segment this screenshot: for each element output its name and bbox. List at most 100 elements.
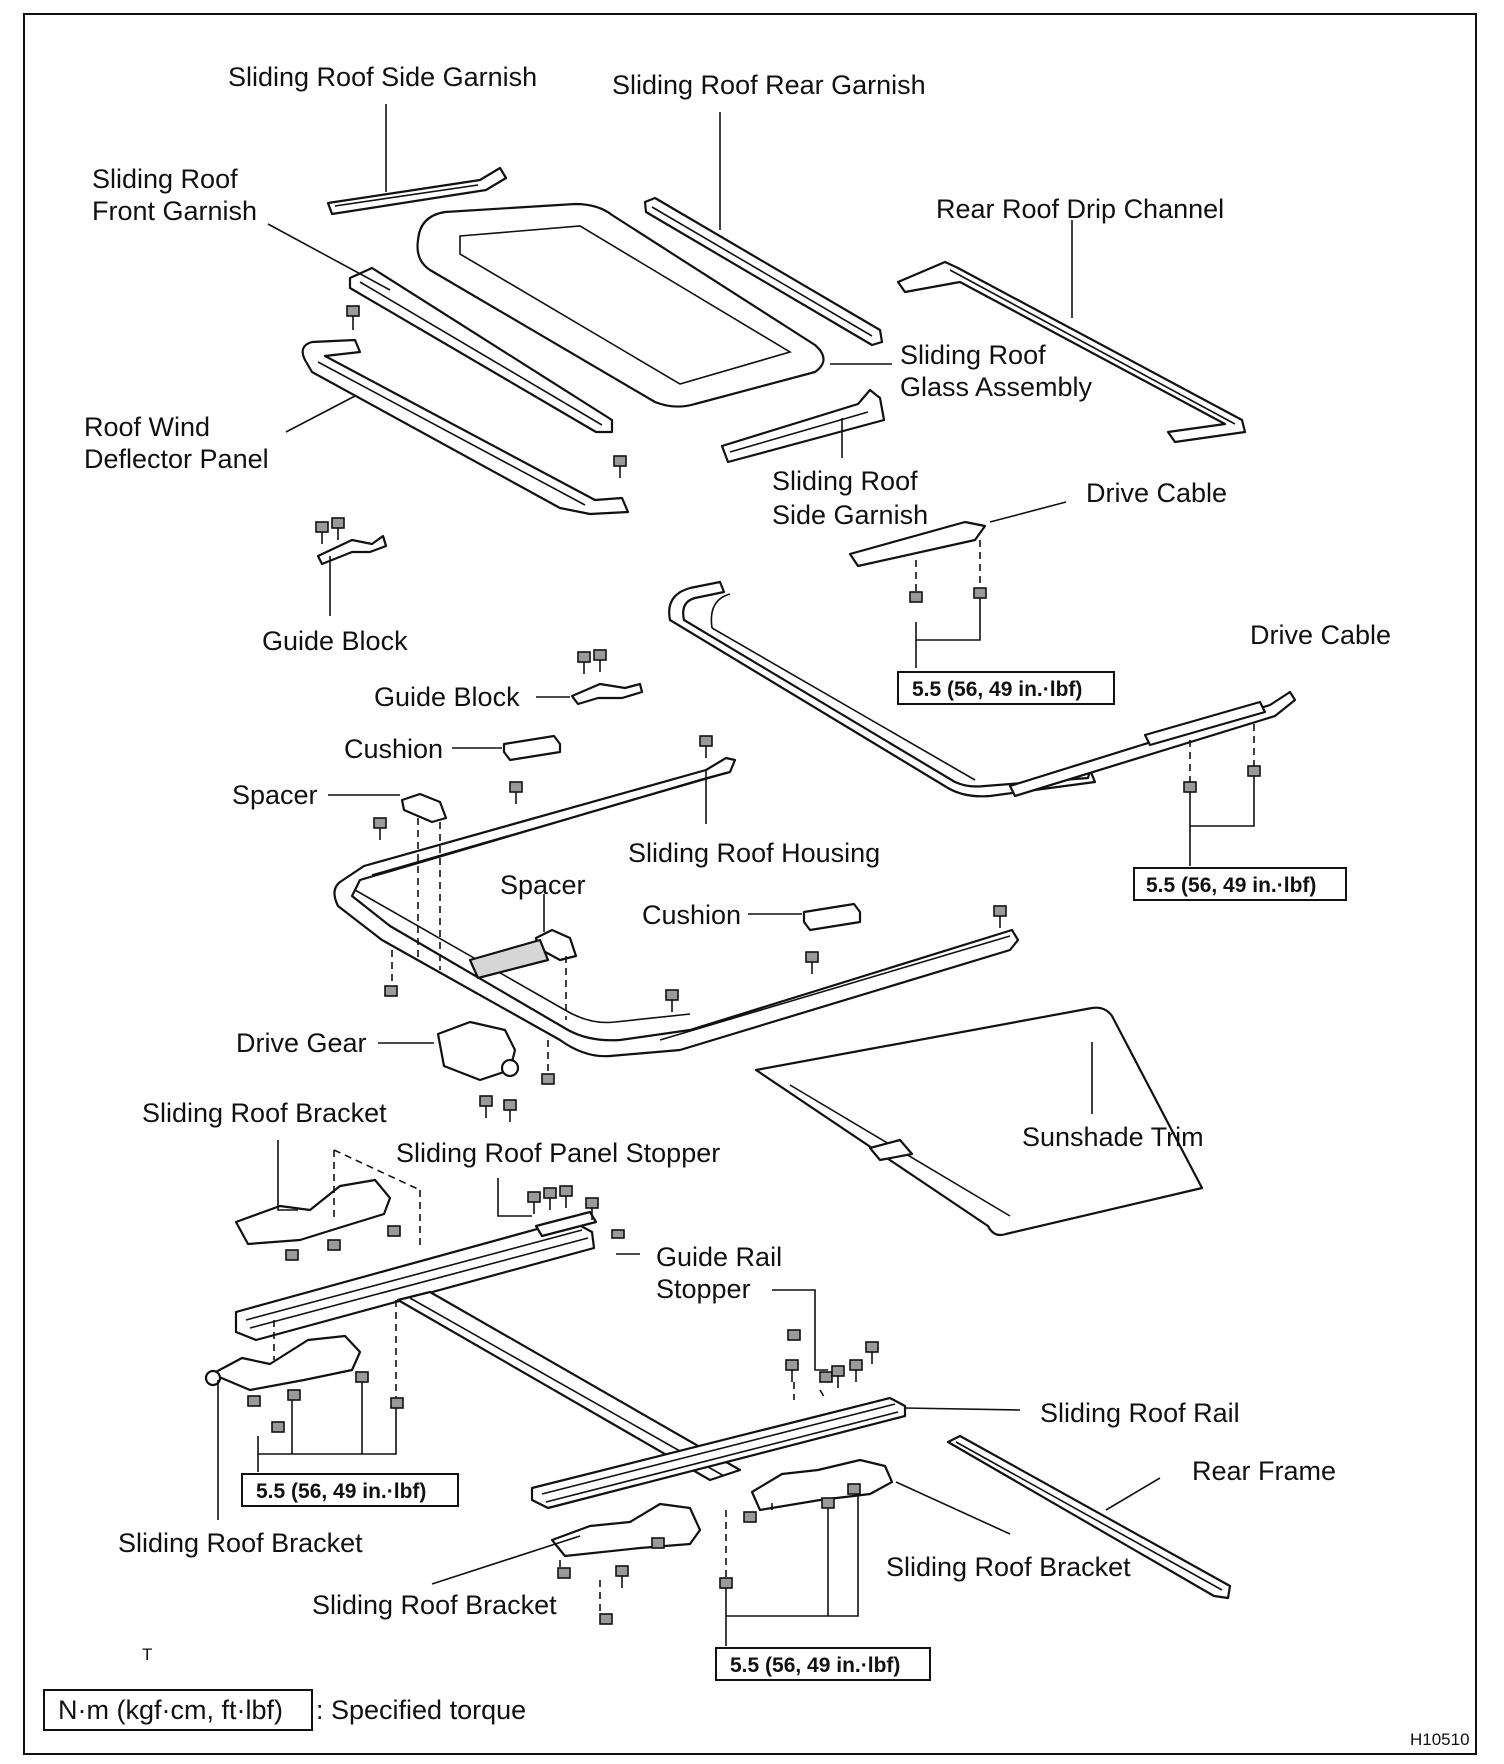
label-bracket-bottom-mid: Sliding Roof Bracket <box>312 1590 557 1620</box>
nut-icon <box>719 1577 733 1589</box>
wind-deflector-part <box>301 338 630 516</box>
label-bracket-top-left: Sliding Roof Bracket <box>142 1098 387 1128</box>
spacer-1-part <box>400 792 448 824</box>
bolt-icon <box>613 455 627 478</box>
rear-garnish-part <box>643 196 884 347</box>
torque-spec-right: 5.5 (56, 49 in.·lbf) <box>1133 867 1347 901</box>
cushion-1-part <box>502 734 562 762</box>
label-guide-rail-stopper-line1: Guide Rail <box>656 1242 782 1272</box>
bolt-icon <box>615 1565 629 1588</box>
label-wind-deflector-line2: Deflector Panel <box>84 444 269 474</box>
bolt-icon <box>665 989 679 1012</box>
nut-icon <box>743 1511 757 1523</box>
label-bracket-bottom-right: Sliding Roof Bracket <box>886 1552 1131 1582</box>
label-front-garnish-line1: Sliding Roof <box>92 164 238 194</box>
torque-spec-bottom: 5.5 (56, 49 in.·lbf) <box>715 1647 931 1681</box>
nut-icon <box>1183 781 1197 793</box>
drive-gear-part <box>436 1020 520 1082</box>
label-rear-frame: Rear Frame <box>1192 1456 1336 1486</box>
bolt-icon <box>593 649 607 672</box>
glass-assembly-part <box>416 202 825 408</box>
guide-block-1-part <box>316 534 388 566</box>
bolt-icon <box>346 305 360 330</box>
bolt-icon <box>315 521 329 544</box>
torque-spec-text: 5.5 (56, 49 in.·lbf) <box>1146 874 1316 897</box>
nut-icon <box>541 1073 555 1085</box>
nut-icon <box>271 1421 285 1433</box>
torque-spec-text: 5.5 (56, 49 in.·lbf) <box>256 1480 426 1503</box>
guide-block-2-part <box>570 682 644 706</box>
nut-icon <box>285 1249 299 1261</box>
nut-icon <box>847 1483 861 1495</box>
torque-spec-text: 5.5 (56, 49 in.·lbf) <box>730 1654 900 1677</box>
label-side-garnish-mid-line2: Side Garnish <box>772 500 928 530</box>
legend-unit-box: N·m (kgf·cm, ft·lbf) <box>58 1695 283 1725</box>
label-side-garnish-top: Sliding Roof Side Garnish <box>228 62 537 92</box>
sunshade-trim-part <box>754 1006 1204 1237</box>
nut-icon <box>247 1395 261 1407</box>
nut-icon <box>973 587 987 599</box>
rear-drip-channel-part <box>896 260 1247 444</box>
label-rear-garnish: Sliding Roof Rear Garnish <box>612 70 926 100</box>
label-panel-stopper: Sliding Roof Panel Stopper <box>396 1138 720 1168</box>
bolt-icon <box>585 1197 599 1220</box>
nut-icon <box>651 1537 665 1549</box>
label-spacer-2: Spacer <box>500 870 586 900</box>
bolt-icon <box>785 1359 799 1382</box>
alignment-dashes <box>273 540 1255 1614</box>
bolt-icon <box>559 1185 573 1208</box>
right-rail-part <box>530 1396 907 1510</box>
nut-icon <box>287 1389 301 1401</box>
bolt-icon <box>993 905 1007 928</box>
nut-icon <box>819 1371 833 1383</box>
nut-icon <box>384 985 398 997</box>
left-rail-part <box>234 1210 598 1342</box>
label-glass-assembly-line1: Sliding Roof <box>900 340 1046 370</box>
nut-icon <box>787 1329 801 1341</box>
label-t-mark: T <box>142 1645 152 1664</box>
nut-icon <box>387 1225 401 1237</box>
bolt-icon <box>331 517 345 540</box>
bolt-icon <box>479 1095 493 1118</box>
nut-icon <box>611 1229 625 1239</box>
label-cushion-2: Cushion <box>642 900 741 930</box>
label-glass-assembly-line2: Glass Assembly <box>900 372 1093 402</box>
nut-icon <box>599 1613 613 1625</box>
bolt-icon <box>503 1099 517 1122</box>
figure-code: H10510 <box>1410 1730 1470 1749</box>
label-guide-rail-stopper-line2: Stopper <box>656 1274 751 1304</box>
label-drive-gear: Drive Gear <box>236 1028 367 1058</box>
cushion-2-part <box>802 902 862 932</box>
center-cross-rail-part <box>396 1290 742 1482</box>
label-guide-block-1: Guide Block <box>262 626 408 656</box>
bracket-bottom-left-part <box>204 1334 362 1392</box>
torque-spec-upper: 5.5 (56, 49 in.·lbf) <box>897 671 1115 705</box>
bolts-and-nuts <box>247 305 1261 1625</box>
label-rear-drip-channel: Rear Roof Drip Channel <box>936 194 1224 224</box>
nut-icon <box>390 1397 404 1409</box>
nut-icon <box>909 591 923 603</box>
bracket-bottom-mid-part <box>550 1502 702 1558</box>
nut-icon <box>327 1239 341 1251</box>
label-side-garnish-mid-line1: Sliding Roof <box>772 466 918 496</box>
legend: N·m (kgf·cm, ft·lbf) : Specified torque <box>43 1689 526 1731</box>
drive-cable-lower-part <box>1008 690 1297 798</box>
nut-icon <box>557 1567 571 1579</box>
label-wind-deflector-line1: Roof Wind <box>84 412 210 442</box>
bolt-icon <box>577 651 591 674</box>
label-sunshade-trim: Sunshade Trim <box>1022 1122 1204 1152</box>
bolt-icon <box>821 1497 835 1520</box>
bolt-icon <box>805 951 819 974</box>
leader-lines <box>217 104 1255 1646</box>
bracket-bottom-right-part <box>750 1458 894 1512</box>
label-housing: Sliding Roof Housing <box>628 838 880 868</box>
diagram-frame <box>23 13 1477 1755</box>
bolt-icon <box>543 1187 557 1210</box>
bolt-icon <box>373 817 387 840</box>
label-guide-block-2: Guide Block <box>374 682 520 712</box>
bracket-top-left-part <box>234 1178 392 1246</box>
bolt-icon <box>509 781 523 804</box>
bolt-icon <box>865 1341 879 1364</box>
sliding-roof-housing-part <box>333 756 1020 1058</box>
